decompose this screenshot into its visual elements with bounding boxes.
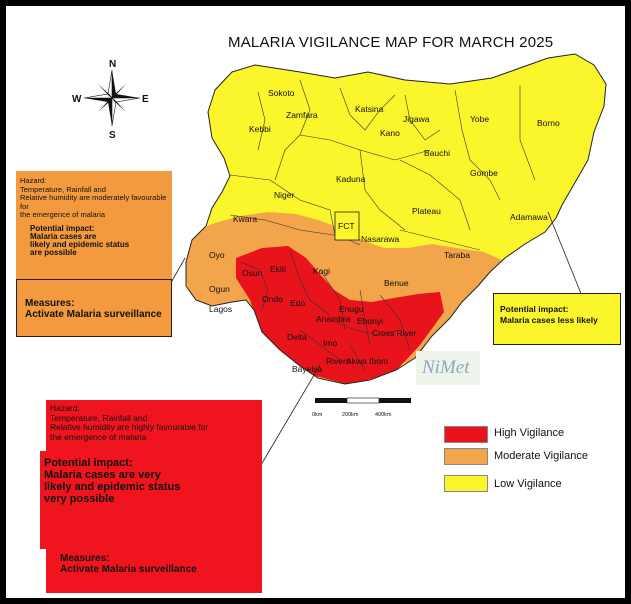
moderate-measures-text: Measures: Activate Malaria surveillance <box>25 298 162 320</box>
state-label: Kebbi <box>249 124 271 134</box>
state-label: Kano <box>380 128 400 138</box>
state-label: Rivers <box>326 356 350 366</box>
compass-south: S <box>109 130 116 141</box>
state-label: Zamfara <box>286 110 318 120</box>
legend-swatch-high <box>444 426 488 443</box>
state-label: Benue <box>384 278 409 288</box>
moderate-hazard-text: Hazard: Temperature, Rainfall and Relati… <box>20 176 167 219</box>
state-label: Niger <box>274 190 294 200</box>
state-label: Kaduna <box>336 174 366 184</box>
high-measures-text: Measures: Activate Malaria surveillance <box>60 553 197 575</box>
high-hazard-box: Hazard: Temperature, Rainfall and Relati… <box>46 400 262 454</box>
compass-north: N <box>109 59 116 70</box>
state-label: Oyo <box>209 250 225 260</box>
high-impact-text: Potential impact: Malaria cases are very… <box>44 457 181 505</box>
moderate-measures-box: Measures: Activate Malaria surveillance <box>16 279 172 337</box>
legend-label-moderate: Moderate Vigilance <box>494 450 588 462</box>
state-label: Imo <box>323 338 337 348</box>
nimet-logo: NiMet <box>416 351 480 385</box>
nimet-logo-text: NiMet <box>422 357 470 378</box>
low-impact-box: Potential impact: Malaria cases less lik… <box>493 293 621 345</box>
state-label: Enugu <box>339 304 364 314</box>
state-label: Kogi <box>313 266 330 276</box>
map-frame: Sokoto Zamfara Kebbi Katsina Jigawa Kano… <box>6 6 625 598</box>
compass-east: E <box>142 94 149 105</box>
state-label: Borno <box>537 118 560 128</box>
compass-west: W <box>72 94 82 105</box>
state-labels: Sokoto Zamfara Kebbi Katsina Jigawa Kano… <box>209 88 560 374</box>
legend-swatch-moderate <box>444 448 488 465</box>
map-title: MALARIA VIGILANCE MAP FOR MARCH 2025 <box>228 34 554 51</box>
state-label: Edo <box>290 298 305 308</box>
leader-line-high <box>257 364 321 471</box>
state-label: Sokoto <box>268 88 295 98</box>
state-label: Jigawa <box>403 114 430 124</box>
state-label: FCT <box>338 221 355 231</box>
scale-label: 0km <box>312 412 323 418</box>
state-label: Cross River <box>372 328 417 338</box>
high-impact-box: Potential impact: Malaria cases are very… <box>40 451 262 549</box>
moderate-hazard-box: Hazard: Temperature, Rainfall and Relati… <box>16 171 172 229</box>
high-measures-box: Measures: Activate Malaria surveillance <box>46 549 262 593</box>
high-hazard-text: Hazard: Temperature, Rainfall and Relati… <box>50 403 209 442</box>
state-label: Adamawa <box>510 212 548 222</box>
vigilance-zones <box>186 54 606 384</box>
moderate-impact-box: Potential impact: Malaria cases are like… <box>16 223 172 279</box>
leader-line-low <box>547 211 583 297</box>
state-label: Gombe <box>470 168 498 178</box>
state-label: Bayelsa <box>292 364 323 374</box>
state-label: Lagos <box>209 304 232 314</box>
low-impact-text: Potential impact: Malaria cases less lik… <box>500 304 598 325</box>
scale-bar <box>315 397 411 404</box>
state-label: Nasarawa <box>361 234 400 244</box>
state-label: Delta <box>287 332 307 342</box>
legend-swatch-low <box>444 475 488 492</box>
high-vigilance-zone <box>236 246 444 384</box>
state-label: Osun <box>242 268 263 278</box>
legend-label-high: High Vigilance <box>494 427 565 439</box>
state-label: Ogun <box>209 284 230 294</box>
state-label: Kwara <box>233 214 257 224</box>
state-label: Akwa Ibom <box>346 356 388 366</box>
fct-area <box>334 211 360 241</box>
legend-label-low: Low Vigilance <box>494 478 562 490</box>
state-label: Anambra <box>316 314 351 324</box>
state-label: Ondo <box>262 294 283 304</box>
state-label: Taraba <box>444 250 470 260</box>
nigeria-map: Sokoto Zamfara Kebbi Katsina Jigawa Kano… <box>72 53 607 471</box>
scale-label: 200km <box>342 412 359 418</box>
moderate-impact-text: Potential impact: Malaria cases are like… <box>30 224 130 257</box>
state-label: Plateau <box>412 206 441 216</box>
state-label: Ebonyi <box>357 316 383 326</box>
state-label: Yobe <box>470 114 489 124</box>
state-label: Katsina <box>355 104 384 114</box>
state-label: Ekiti <box>270 264 286 274</box>
scale-label: 400km <box>375 412 392 418</box>
nigeria-border <box>185 53 607 385</box>
state-label: Bauchi <box>424 148 450 158</box>
compass-rose-icon: N S E W <box>72 59 149 141</box>
